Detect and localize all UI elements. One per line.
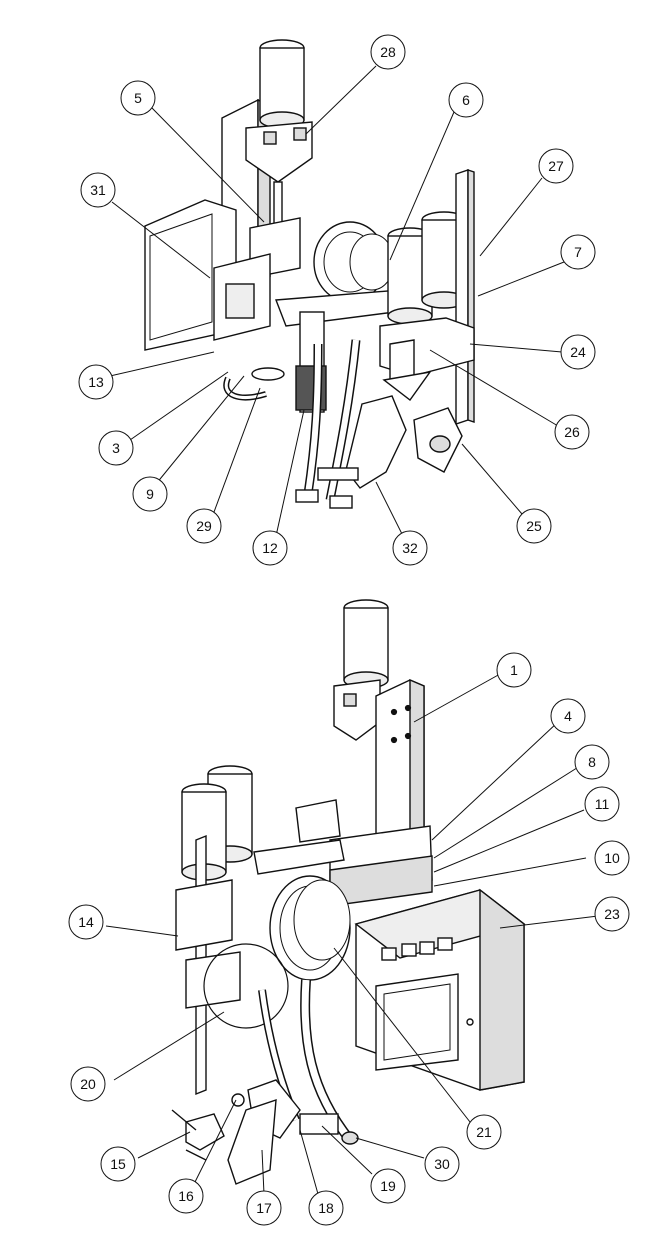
callout-18: 18 (308, 1190, 344, 1226)
callout-20: 20 (70, 1066, 106, 1102)
callout-4: 4 (550, 698, 586, 734)
callout-31: 31 (80, 172, 116, 208)
callout-27: 27 (538, 148, 574, 184)
callout-circle (370, 1168, 406, 1204)
callout-label: 8 (588, 754, 596, 770)
callout-15: 15 (100, 1146, 136, 1182)
bottom-view-machine (171, 599, 526, 1185)
callout-label: 6 (462, 92, 470, 108)
callout-30: 30 (424, 1146, 460, 1182)
callout-label: 18 (318, 1200, 334, 1216)
callout-25: 25 (516, 508, 552, 544)
callout-label: 7 (574, 244, 582, 260)
callout-label: 30 (434, 1156, 450, 1172)
leader-lines (105, 65, 599, 1195)
callout-label: 31 (90, 182, 106, 198)
callout-label: 19 (380, 1178, 396, 1194)
callout-label: 11 (595, 796, 610, 812)
callout-circle (392, 530, 428, 566)
callout-label: 10 (604, 850, 620, 866)
callout-circle (100, 1146, 136, 1182)
callout-circle (594, 896, 630, 932)
callout-circle (132, 476, 168, 512)
callout-label: 13 (88, 374, 104, 390)
callout-label: 20 (80, 1076, 96, 1092)
callout-circle (448, 82, 484, 118)
callout-label: 21 (476, 1124, 492, 1140)
callout-8: 8 (574, 744, 610, 780)
callout-label: 14 (78, 914, 94, 930)
callout-5: 5 (120, 80, 156, 116)
callout-circle (516, 508, 552, 544)
callout-circle (538, 148, 574, 184)
callout-circle (246, 1190, 282, 1226)
callout-label: 12 (262, 540, 278, 556)
callout-label: 15 (110, 1156, 126, 1172)
callout-12: 12 (252, 530, 288, 566)
callout-circle (70, 1066, 106, 1102)
callout-circle (168, 1178, 204, 1214)
callout-circle (550, 698, 586, 734)
callout-circle (574, 744, 610, 780)
callout-circle (98, 430, 134, 466)
callout-circle (80, 172, 116, 208)
callout-21: 21 (466, 1114, 502, 1150)
callout-1: 1 (496, 652, 532, 688)
callout-17: 17 (246, 1190, 282, 1226)
callout-circle (120, 80, 156, 116)
callout-6: 6 (448, 82, 484, 118)
callout-16: 16 (168, 1178, 204, 1214)
callout-label: 4 (564, 708, 572, 724)
callout-label: 27 (548, 158, 564, 174)
callout-circle (560, 334, 596, 370)
callout-circle (308, 1190, 344, 1226)
callout-label: 5 (134, 90, 142, 106)
callout-label: 1 (510, 662, 518, 678)
callout-label: 3 (112, 440, 120, 456)
callout-label: 29 (196, 518, 212, 534)
callout-10: 10 (594, 840, 630, 876)
callout-label: 9 (146, 486, 154, 502)
callout-14: 14 (68, 904, 104, 940)
callout-circle (68, 904, 104, 940)
callout-28: 28 (370, 34, 406, 70)
callout-circle (560, 234, 596, 270)
callout-26: 26 (554, 414, 590, 450)
callout-7: 7 (560, 234, 596, 270)
top-view-machine (144, 39, 475, 509)
callout-label: 32 (402, 540, 418, 556)
callout-circle (424, 1146, 460, 1182)
callout-circle (496, 652, 532, 688)
callout-circle (584, 786, 620, 822)
callout-23: 23 (594, 896, 630, 932)
callout-label: 25 (526, 518, 542, 534)
callout-13: 13 (78, 364, 114, 400)
callout-32: 32 (392, 530, 428, 566)
callout-3: 3 (98, 430, 134, 466)
callout-19: 19 (370, 1168, 406, 1204)
callout-11: 11 (584, 786, 620, 822)
callout-circle (594, 840, 630, 876)
callout-label: 16 (178, 1188, 194, 1204)
callout-circle (186, 508, 222, 544)
callout-circle (78, 364, 114, 400)
callout-24: 24 (560, 334, 596, 370)
callout-9: 9 (132, 476, 168, 512)
callout-label: 24 (570, 344, 586, 360)
callout-circle (466, 1114, 502, 1150)
callout-label: 26 (564, 424, 580, 440)
callout-circle (554, 414, 590, 450)
callout-29: 29 (186, 508, 222, 544)
callout-label: 17 (256, 1200, 272, 1216)
callout-circle (252, 530, 288, 566)
callout-label: 28 (380, 44, 396, 60)
callout-circle (370, 34, 406, 70)
callout-label: 23 (604, 906, 620, 922)
